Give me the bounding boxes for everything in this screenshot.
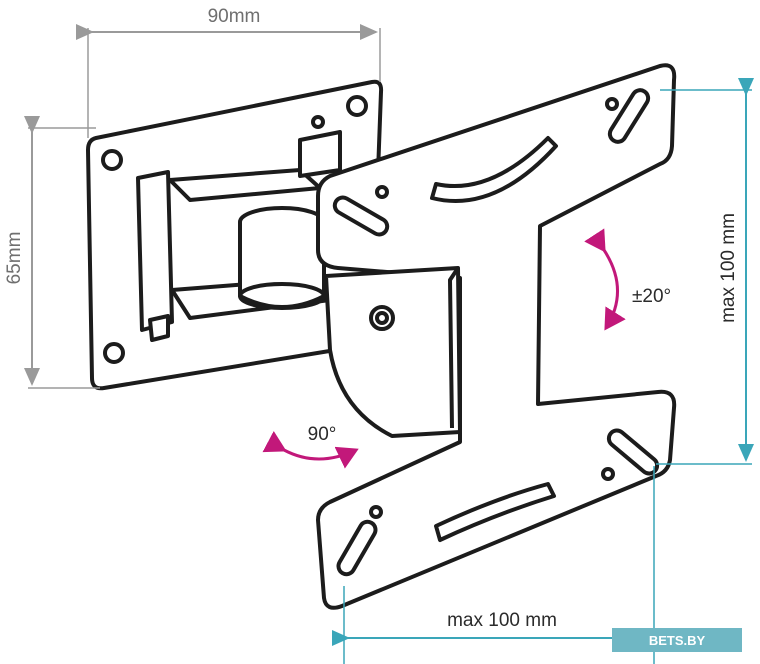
- tilt-label: ±20°: [632, 286, 671, 307]
- tv-plate-slot: [607, 88, 651, 144]
- tv-plate-curved-slot: [430, 136, 558, 203]
- watermark: BETS.BY: [612, 628, 742, 652]
- vesa-horizontal-label: max 100 mm: [447, 610, 557, 631]
- swivel-indicator: 90°: [262, 424, 359, 469]
- tv-plate-curved-slot: [434, 482, 556, 542]
- tilt-arrow-icon: [584, 228, 626, 331]
- tv-plate-slot: [336, 519, 378, 577]
- hinge-assembly: [136, 130, 342, 342]
- height-dimension: 65mm: [4, 116, 100, 389]
- wall-plate-hole: [346, 95, 368, 117]
- tv-plate-hole: [605, 97, 619, 111]
- wall-plate-hole: [103, 342, 125, 364]
- swivel-arrow-icon: [262, 430, 359, 469]
- swivel-bracket: [324, 266, 462, 438]
- tilt-indicator: ±20°: [584, 228, 671, 331]
- tv-plate-hole: [369, 505, 383, 519]
- tv-plate-slot: [332, 195, 390, 237]
- vesa-vertical-dimension: max 100 mm: [656, 78, 754, 465]
- width-dimension: 90mm: [76, 6, 381, 138]
- vesa-vertical-label: max 100 mm: [718, 213, 739, 323]
- tv-plate-hole: [601, 467, 615, 481]
- watermark-text: BETS.BY: [649, 633, 706, 648]
- width-label: 90mm: [208, 6, 261, 27]
- tv-plate-hole: [375, 185, 389, 199]
- tv-plate: [316, 63, 677, 610]
- height-label: 65mm: [4, 232, 25, 285]
- wall-plate-hole: [101, 149, 123, 171]
- wall-plate-hole: [311, 115, 325, 129]
- swivel-label: 90°: [308, 424, 337, 445]
- tv-plate-slot: [606, 428, 660, 476]
